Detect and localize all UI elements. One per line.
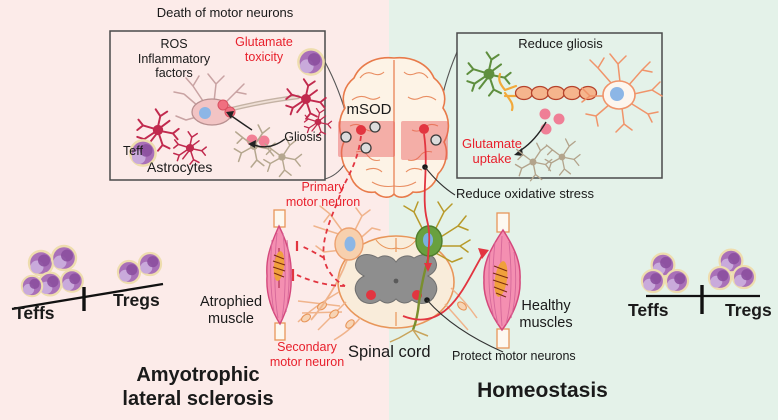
brain-illustration xyxy=(338,56,450,198)
secondary-motor-neuron-label: Secondary motor neuron xyxy=(269,340,345,369)
tregs-label-als: Tregs xyxy=(113,290,160,310)
gliosis-label: Gliosis xyxy=(284,130,322,144)
glutamate-uptake-label: Glutamate uptake xyxy=(462,136,522,167)
healthy-muscles-label: Healthy muscles xyxy=(519,298,573,331)
annotation-callouts xyxy=(422,164,504,353)
reduce-oxidative-stress-label: Reduce oxidative stress xyxy=(456,186,595,201)
degenerating-pathway xyxy=(291,135,362,287)
death-of-motor-neurons-title: Death of motor neurons xyxy=(156,5,294,20)
right-inset-box xyxy=(456,32,663,179)
homeostasis-title: Homeostasis xyxy=(477,379,608,402)
msod-patch-left xyxy=(338,121,395,157)
als-title: Amyotrophic lateral sclerosis xyxy=(122,364,274,410)
glutamate-toxicity-label: Glutamate toxicity xyxy=(235,35,293,64)
homeostasis-background xyxy=(389,0,778,420)
reduce-gliosis-title: Reduce gliosis xyxy=(518,36,603,51)
glutamate-molecules-right xyxy=(539,108,565,135)
glutamate-uptake-arrow xyxy=(514,121,547,156)
atrophied-muscle-label: Atrophied muscle xyxy=(199,294,263,327)
left-inset-box xyxy=(109,30,326,181)
teffs-label-als: Teffs xyxy=(14,303,55,323)
teff-treg-balance-als xyxy=(11,244,164,311)
atrophied-muscle-illustration xyxy=(266,209,292,341)
astrocytes-label: Astrocytes xyxy=(147,159,213,175)
teffs-label-homeostasis: Teffs xyxy=(628,300,669,320)
ros-inflammatory-label: ROS Inflammatory factors xyxy=(137,37,211,80)
healthy-neuron-illustration xyxy=(581,53,663,133)
protect-motor-neurons-label: Protect motor neurons xyxy=(452,349,576,363)
protective-pathway xyxy=(402,133,489,321)
spinal-cord-label: Spinal cord xyxy=(348,343,431,361)
healthy-muscle-illustration xyxy=(483,212,521,349)
teff-label: Teff xyxy=(123,144,143,158)
gliosis-arrows xyxy=(226,111,286,148)
msod-label: mSOD xyxy=(346,101,392,118)
secondary-motor-neuron-illustration xyxy=(310,205,381,321)
primary-motor-neuron-label: Primary motor neuron xyxy=(285,180,361,209)
teff-treg-balance-homeostasis xyxy=(640,248,760,314)
tregs-label-homeostasis: Tregs xyxy=(725,300,772,320)
